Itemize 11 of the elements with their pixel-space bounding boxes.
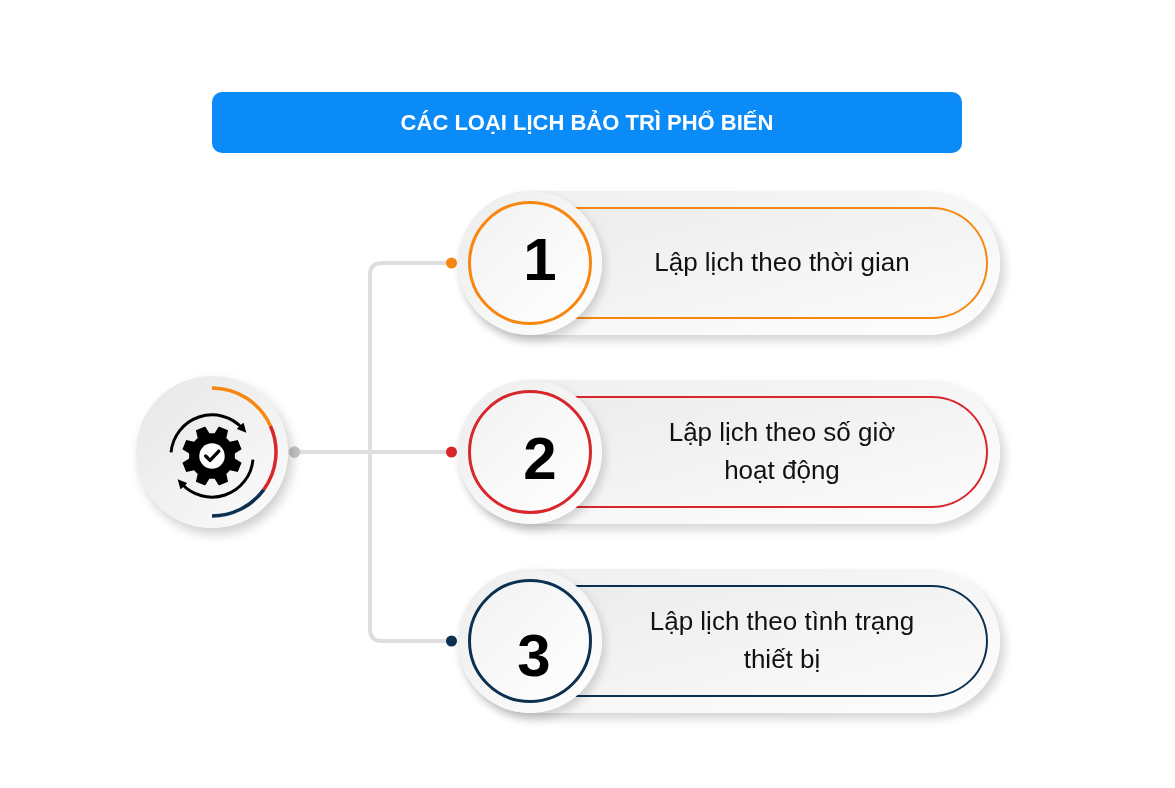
step-label: Lập lịch theo thời gian [654, 246, 910, 280]
step-card [458, 569, 1000, 713]
step-label: Lập lịch theo tình trạng thiết bị [648, 605, 916, 676]
step-number: 1 [523, 230, 557, 290]
step-card [458, 380, 1000, 524]
step-label: Lập lịch theo số giờ hoạt động [667, 416, 897, 487]
connector-line [289, 446, 457, 647]
step-number: 2 [523, 429, 557, 489]
step-number: 3 [517, 626, 551, 686]
title-banner: CÁC LOẠI LỊCH BẢO TRÌ PHỔ BIẾN [212, 92, 962, 153]
step-card [458, 191, 1000, 335]
